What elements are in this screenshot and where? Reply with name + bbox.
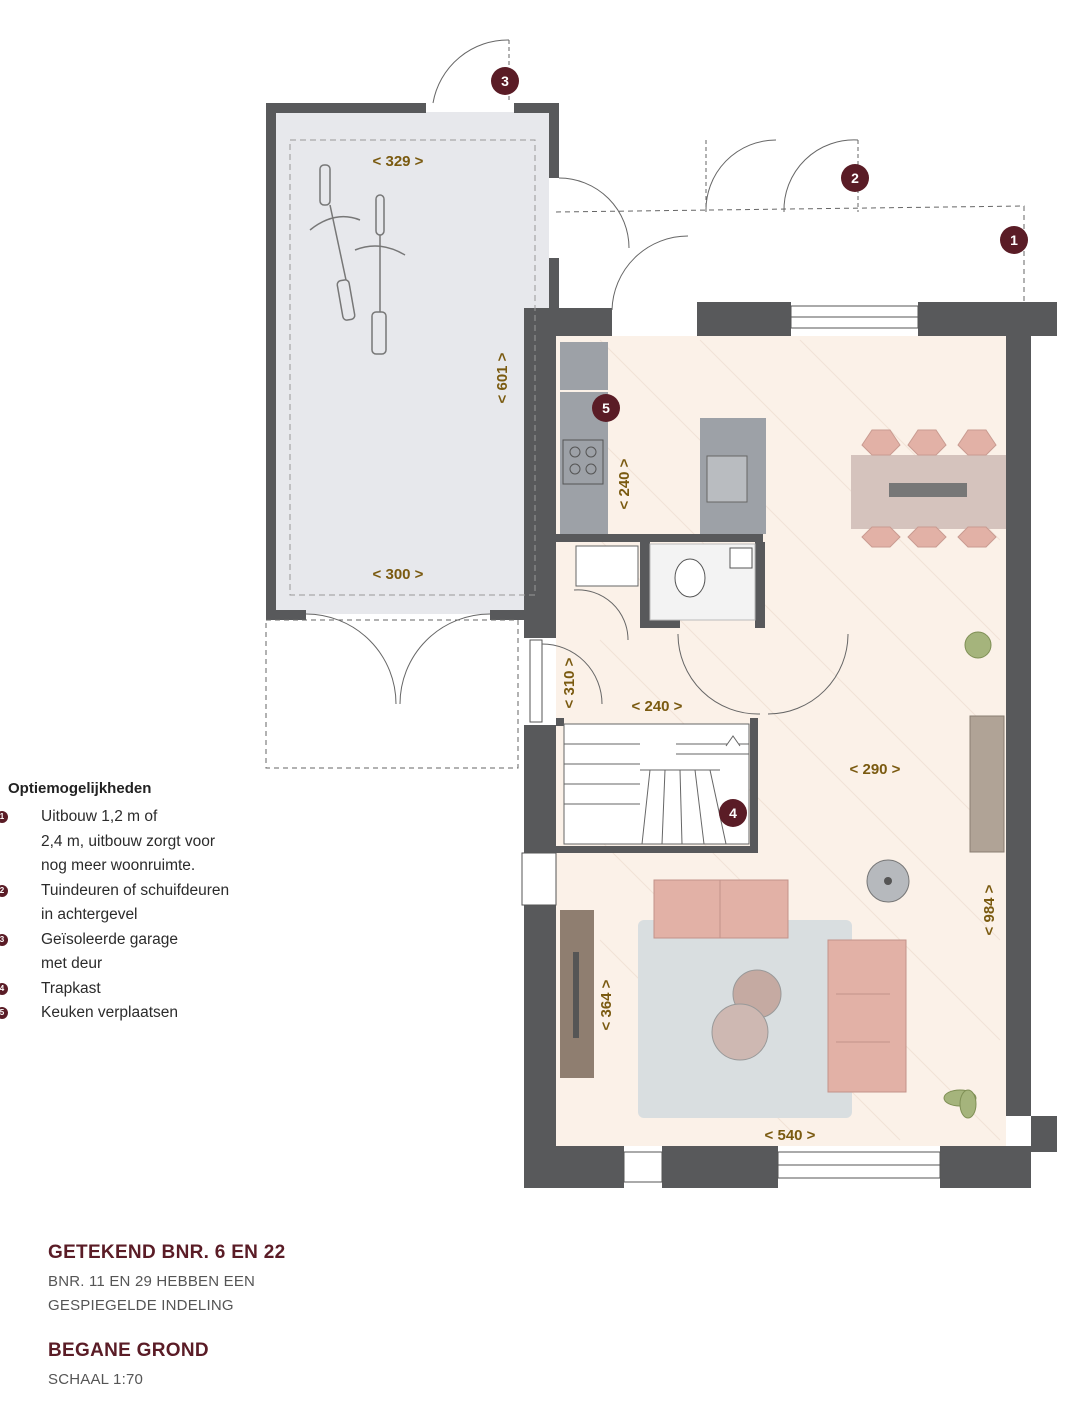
option-marker-5: 5: [592, 394, 620, 422]
svg-text:1: 1: [1010, 232, 1018, 248]
legend-item: 4 Trapkast: [0, 977, 260, 1002]
bicycle-icons: [309, 164, 406, 355]
coffee-table-icon: [711, 1003, 769, 1061]
plant-icon: [943, 631, 992, 1119]
tv-icon: [573, 952, 579, 1038]
door-swings: [265, 39, 1025, 769]
utility-cabinet: [575, 545, 639, 587]
floor-title: BEGANE GROND: [48, 1340, 209, 1361]
dim-living-width: < 540 >: [765, 1127, 816, 1144]
legend-number-badge: 4: [0, 982, 8, 995]
dining-area: [851, 429, 1006, 548]
toilet-icon: [674, 558, 706, 598]
svg-text:3: 3: [501, 73, 509, 89]
kitchen-upper-cabinet: [560, 342, 608, 390]
legend-number-badge: 3: [0, 933, 8, 946]
stove-burners: [569, 446, 597, 475]
options-legend: Optiemogelijkheden 1 Uitbouw 1,2 m of 2,4 …: [0, 780, 260, 1026]
dim-hall-width: < 240 >: [632, 698, 683, 715]
legend-text-line: met deur: [41, 955, 103, 972]
sofa-top-icon: [653, 879, 789, 939]
svg-text:4: 4: [729, 805, 737, 821]
legend-text-line: Keuken verplaatsen: [41, 1004, 179, 1021]
mirror-note-line-2: GESPIEGELDE INDELING: [48, 1297, 234, 1314]
legend-item: 1 Uitbouw 1,2 m of 2,4 m, uitbouw zorgt vo…: [0, 805, 260, 879]
legend-title: Optiemogelijkheden: [8, 780, 152, 797]
dim-living-width-mid: < 290 >: [850, 761, 901, 778]
dim-hall-depth: < 310 >: [561, 657, 578, 708]
dim-living-depth: < 984 >: [981, 884, 998, 935]
drawn-title: GETEKEND BNR. 6 EN 22: [48, 1242, 286, 1263]
option-marker-3: 3: [491, 67, 519, 95]
lamp-center: [884, 877, 892, 885]
stove-icon: [562, 439, 604, 485]
dim-garage-width: < 329 >: [373, 153, 424, 170]
sideboard-icon: [969, 715, 1005, 853]
legend-text-line: Trapkast: [41, 979, 101, 997]
legend-number-badge: 2: [0, 884, 8, 897]
mirror-note-line-1: BNR. 11 EN 29 HEBBEN EEN: [48, 1273, 256, 1290]
house-walls: [524, 302, 1057, 1188]
legend-item: 2 Tuindeuren of schuifdeuren in achtergeve…: [0, 879, 260, 928]
staircase: [563, 723, 750, 845]
option-markers: 3 2 1 5 4: [491, 67, 1028, 827]
garage-floor: [276, 112, 549, 614]
dim-living-front-depth: < 364 >: [598, 979, 615, 1030]
option-marker-2: 2: [841, 164, 869, 192]
title-block: GETEKEND BNR. 6 EN 22 BNR. 11 EN 29 HEBB…: [48, 1242, 286, 1392]
washbasin-icon: [729, 547, 753, 569]
legend-text-line: in achtergevel: [41, 906, 138, 923]
sofa-right-icon: [827, 939, 907, 1093]
option-marker-1: 1: [1000, 226, 1028, 254]
option-marker-4: 4: [719, 799, 747, 827]
legend-number-badge: 5: [0, 1007, 8, 1019]
legend-text-line: Tuindeuren of schuifdeuren: [41, 881, 230, 899]
svg-text:2: 2: [851, 170, 859, 186]
windows: [521, 305, 941, 1183]
dim-kitchen-depth: < 240 >: [616, 458, 633, 509]
legend-items: 1 Uitbouw 1,2 m of 2,4 m, uitbouw zorgt vo…: [0, 805, 260, 1026]
floor-plan: < 329 > < 601 > < 300 > < 240 > < 310 > …: [265, 39, 1057, 1188]
legend-text-line: nog meer woonruimte.: [41, 857, 196, 874]
legend-text-line: 2,4 m, uitbouw zorgt voor: [41, 832, 216, 850]
legend-text-line: Geïsoleerde garage: [41, 930, 179, 948]
legend-item: 3 Geïsoleerde garage met deur: [0, 928, 260, 977]
legend-text-line: Uitbouw 1,2 m of: [41, 808, 158, 825]
legend-number-badge: 1: [0, 811, 8, 823]
garage-walls: [266, 103, 559, 620]
dim-garage-depth: < 601 >: [494, 352, 511, 403]
legend-item: 5 Keuken verplaatsen: [0, 1001, 260, 1026]
sink-icon: [706, 455, 748, 503]
scale-label: SCHAAL 1:70: [48, 1371, 144, 1388]
svg-text:5: 5: [602, 400, 610, 416]
dim-garage-inner-width: < 300 >: [373, 566, 424, 583]
dimension-labels: < 329 > < 601 > < 300 > < 240 > < 310 > …: [373, 153, 998, 1144]
